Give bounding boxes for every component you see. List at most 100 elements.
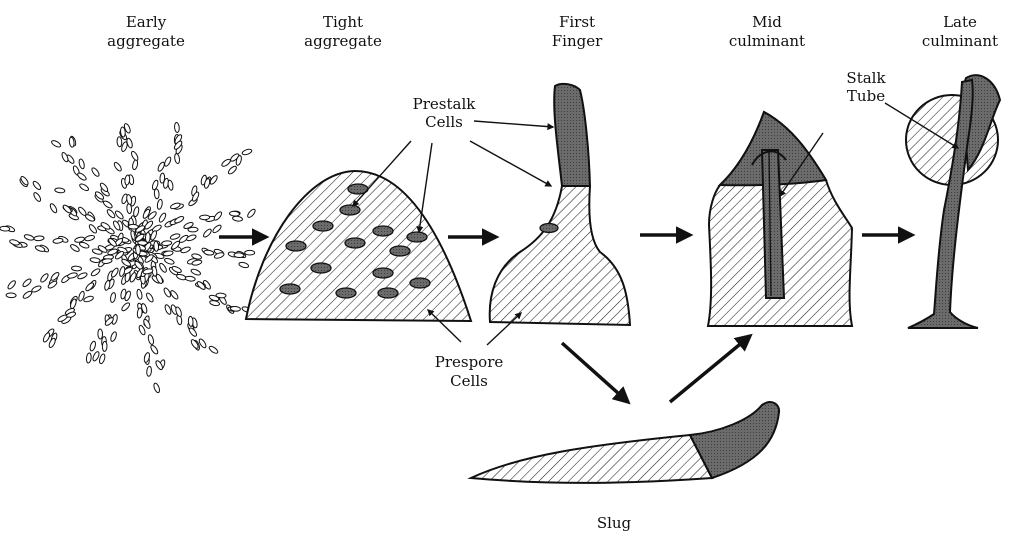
amoeba-cell: [86, 353, 92, 363]
amoeba-cell: [34, 236, 44, 241]
amoeba-cell: [117, 137, 122, 147]
amoeba-cell: [188, 227, 198, 232]
amoeba-cell: [106, 208, 116, 219]
amoeba-cell: [61, 152, 69, 163]
amoeba-cell: [138, 325, 146, 336]
amoeba-cell: [208, 345, 219, 355]
first-finger: [490, 84, 630, 325]
amoeba-cell: [126, 203, 131, 213]
amoeba-cell: [246, 208, 256, 219]
amoeba-cell: [180, 246, 191, 254]
amoeba-cell: [77, 172, 88, 182]
amoeba-cell: [185, 276, 195, 282]
early-aggregate-cells: [0, 122, 261, 393]
amoeba-cell: [91, 167, 101, 178]
amoeba-cell: [188, 327, 198, 338]
amoeba-cell: [110, 292, 116, 303]
tight-aggregate: [246, 171, 471, 321]
amoeba-cell: [90, 268, 101, 278]
arrow-slug-to-mid: [670, 336, 750, 402]
amoeba-cell: [154, 241, 159, 251]
amoeba-cell: [232, 216, 243, 222]
mid-culminant: [708, 112, 852, 326]
amoeba-cell: [89, 341, 96, 352]
amoeba-cell: [136, 289, 143, 300]
amoeba-cell: [99, 182, 109, 193]
amoeba-cell: [204, 250, 215, 256]
amoeba-cell: [128, 224, 138, 229]
stalk-tube-label-1: Stalk: [846, 69, 886, 87]
amoeba-cell: [48, 337, 57, 348]
prespore-label-2: Cells: [450, 372, 488, 390]
late-culminant: [906, 75, 1000, 328]
amoeba-cell: [150, 344, 160, 355]
amoeba-cell: [51, 139, 62, 148]
amoeba-cell: [164, 257, 175, 265]
arrow-finger-to-slug: [562, 343, 628, 402]
amoeba-cell: [188, 316, 193, 326]
amoeba-cell: [6, 293, 16, 298]
amoeba-cell: [147, 334, 154, 345]
amoeba-cell: [85, 282, 95, 292]
amoeba-cell: [157, 199, 163, 210]
amoeba-cell: [124, 175, 130, 185]
amoeba-cell: [202, 228, 212, 238]
amoeba-cell: [174, 122, 179, 132]
amoeba-cell: [53, 238, 64, 244]
amoeba-cell: [212, 224, 223, 234]
amoeba-cell: [62, 204, 72, 214]
amoeba-cell: [113, 161, 123, 172]
stage-title-mid-1: Mid: [752, 13, 782, 31]
prespore-label-1: Prespore: [435, 353, 504, 371]
amoeba-cell: [90, 257, 101, 263]
stalk-tube-label-2: Tube: [847, 87, 885, 105]
amoeba-cell: [242, 148, 253, 156]
amoeba-cell: [167, 180, 173, 191]
amoeba-cell: [42, 332, 51, 343]
amoeba-cell: [130, 150, 139, 161]
amoeba-cell: [216, 293, 226, 298]
amoeba-cell: [98, 353, 105, 364]
stage-title-finger-1: First: [559, 13, 595, 31]
prestalk-label-1: Prestalk: [413, 95, 477, 113]
amoeba-cell: [88, 223, 98, 234]
amoeba-cell: [39, 273, 49, 284]
slug: [471, 402, 779, 483]
amoeba-cell: [69, 243, 80, 252]
amoeba-cell: [77, 272, 88, 280]
amoeba-cell: [98, 329, 103, 339]
slug-label: Slug: [597, 514, 632, 532]
amoeba-cell: [120, 127, 125, 137]
amoeba-cell: [234, 253, 244, 258]
amoeba-cell: [174, 153, 180, 164]
amoeba-cell: [114, 210, 124, 220]
stage-title-tight-1: Tight: [323, 13, 363, 31]
amoeba-cell: [175, 306, 183, 317]
prestalk-label-2: Cells: [425, 113, 463, 131]
amoeba-cell: [78, 158, 85, 169]
amoeba-cell: [161, 240, 171, 246]
amoeba-cell: [135, 245, 140, 255]
amoeba-cell: [158, 262, 167, 273]
amoeba-cell: [227, 165, 237, 175]
amoeba-cell: [102, 341, 107, 351]
amoeba-cell: [245, 250, 255, 255]
stage-title-tight-2: aggregate: [304, 32, 382, 50]
amoeba-cell: [230, 306, 240, 311]
amoeba-cell: [9, 239, 20, 246]
amoeba-cell: [31, 285, 42, 294]
amoeba-cell: [69, 298, 77, 309]
amoeba-cell: [163, 156, 172, 167]
amoeba-cell: [190, 268, 201, 276]
amoeba-cell: [79, 183, 90, 192]
amoeba-cell: [24, 234, 35, 241]
amoeba-cell: [7, 280, 17, 291]
amoeba-cell: [104, 280, 111, 291]
amoeba-cell: [132, 159, 139, 170]
stage-title-early-2: aggregate: [107, 32, 185, 50]
stage-title-finger-2: Finger: [552, 32, 603, 50]
amoeba-cell: [221, 158, 232, 168]
amoeba-cell: [174, 215, 185, 224]
amoeba-cell: [146, 366, 152, 376]
